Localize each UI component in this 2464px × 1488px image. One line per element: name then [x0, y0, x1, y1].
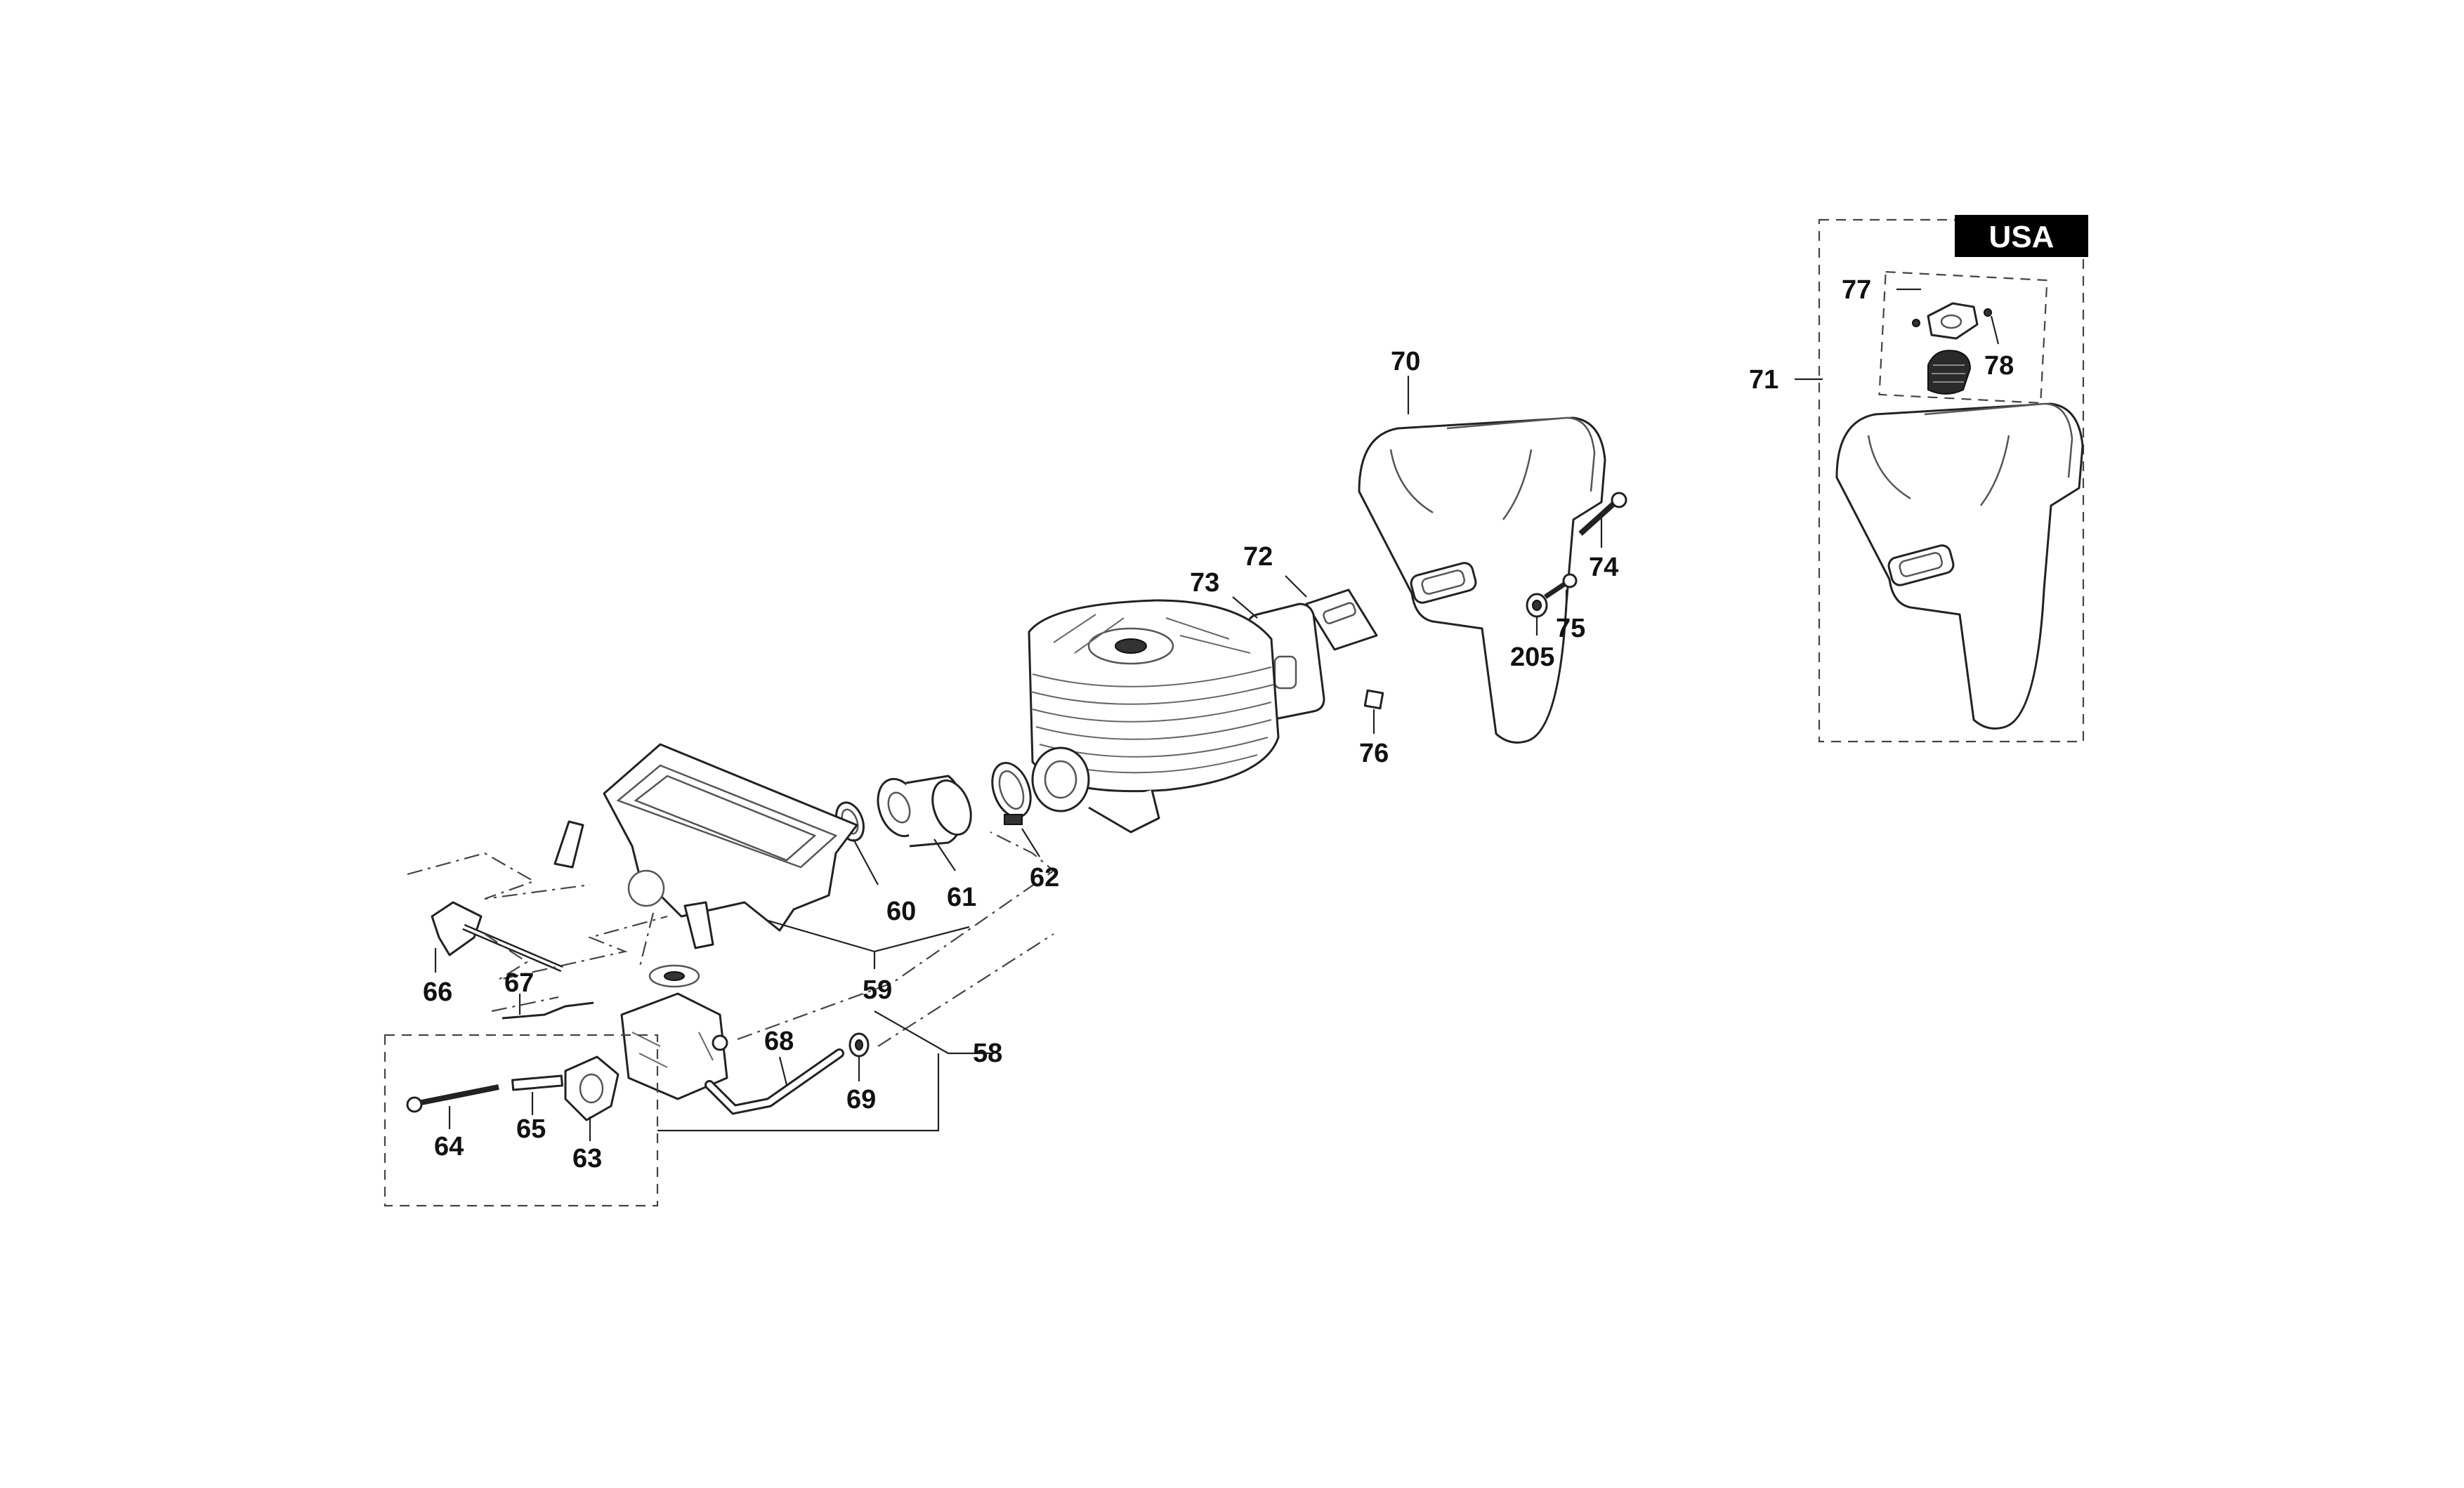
leader-73	[1232, 596, 1258, 619]
callout-59: 59	[863, 975, 892, 1005]
muffler-main	[1358, 416, 1606, 744]
spark-arrestor-frame	[1878, 270, 2048, 404]
muffler-bolt-74	[1578, 492, 1627, 536]
choke-lever-66	[431, 901, 563, 973]
spark-arrestor-cap	[1912, 302, 1992, 340]
usa-variant-group: USA	[1795, 215, 2088, 743]
bracket-58-bottom	[657, 1053, 940, 1132]
usa-badge	[1955, 215, 2088, 257]
callout-69: 69	[846, 1085, 876, 1114]
carb-mounting-frame	[384, 1034, 659, 1207]
callout-78: 78	[1984, 351, 2014, 381]
intake-manifold-61	[877, 775, 972, 848]
spacer-65	[511, 1074, 563, 1091]
callout-68: 68	[764, 1027, 794, 1056]
muffler-usa	[1835, 402, 2084, 730]
callout-71: 71	[1749, 365, 1778, 395]
air-box-59	[553, 743, 858, 949]
callout-60: 60	[886, 897, 916, 926]
cylinder	[1028, 599, 1280, 834]
callout-58: 58	[973, 1039, 1002, 1068]
callout-64: 64	[434, 1132, 464, 1161]
exhaust-gasket-72	[1305, 588, 1378, 651]
callout-65: 65	[516, 1114, 546, 1144]
callout-205: 205	[1510, 643, 1554, 672]
clamp-62	[991, 761, 1032, 825]
bracket-59	[765, 919, 970, 953]
leader-72	[1285, 575, 1307, 598]
washer-205	[1526, 593, 1548, 618]
callout-67: 67	[504, 968, 534, 998]
callout-76: 76	[1359, 739, 1389, 768]
callout-labels: 58 59 60 61 62 63 64 65 66 67 68 69 70 7…	[423, 275, 2014, 1173]
callout-66: 66	[423, 977, 452, 1007]
fuel-hose-68	[705, 1048, 844, 1115]
leader-68	[778, 1056, 788, 1086]
callout-72: 72	[1243, 542, 1273, 572]
leader-62	[1021, 828, 1040, 857]
leader-78	[1990, 315, 2000, 345]
callout-61: 61	[947, 883, 976, 912]
leader-61	[933, 838, 956, 871]
assembly-guides	[407, 831, 1055, 1047]
nut-76	[1363, 689, 1384, 710]
callout-75: 75	[1556, 614, 1585, 643]
usa-variant-frame	[1818, 218, 2085, 743]
muffler-bolt-75	[1544, 573, 1578, 599]
callout-77: 77	[1842, 275, 1871, 305]
grommet-69	[848, 1032, 870, 1058]
usa-badge-label: USA	[1989, 220, 2055, 254]
rod-67	[502, 1001, 594, 1020]
gasket-63	[564, 1055, 620, 1121]
carb-bolt-64	[406, 1084, 499, 1113]
carburetor	[620, 964, 728, 1100]
callout-63: 63	[572, 1144, 602, 1173]
callout-62: 62	[1030, 863, 1059, 893]
callout-74: 74	[1589, 553, 1618, 582]
callout-73: 73	[1190, 568, 1219, 598]
bracket-58-top	[874, 1010, 994, 1055]
callout-70: 70	[1391, 347, 1420, 376]
spark-arrestor-screen	[1927, 350, 1972, 395]
leader-60	[853, 838, 879, 885]
